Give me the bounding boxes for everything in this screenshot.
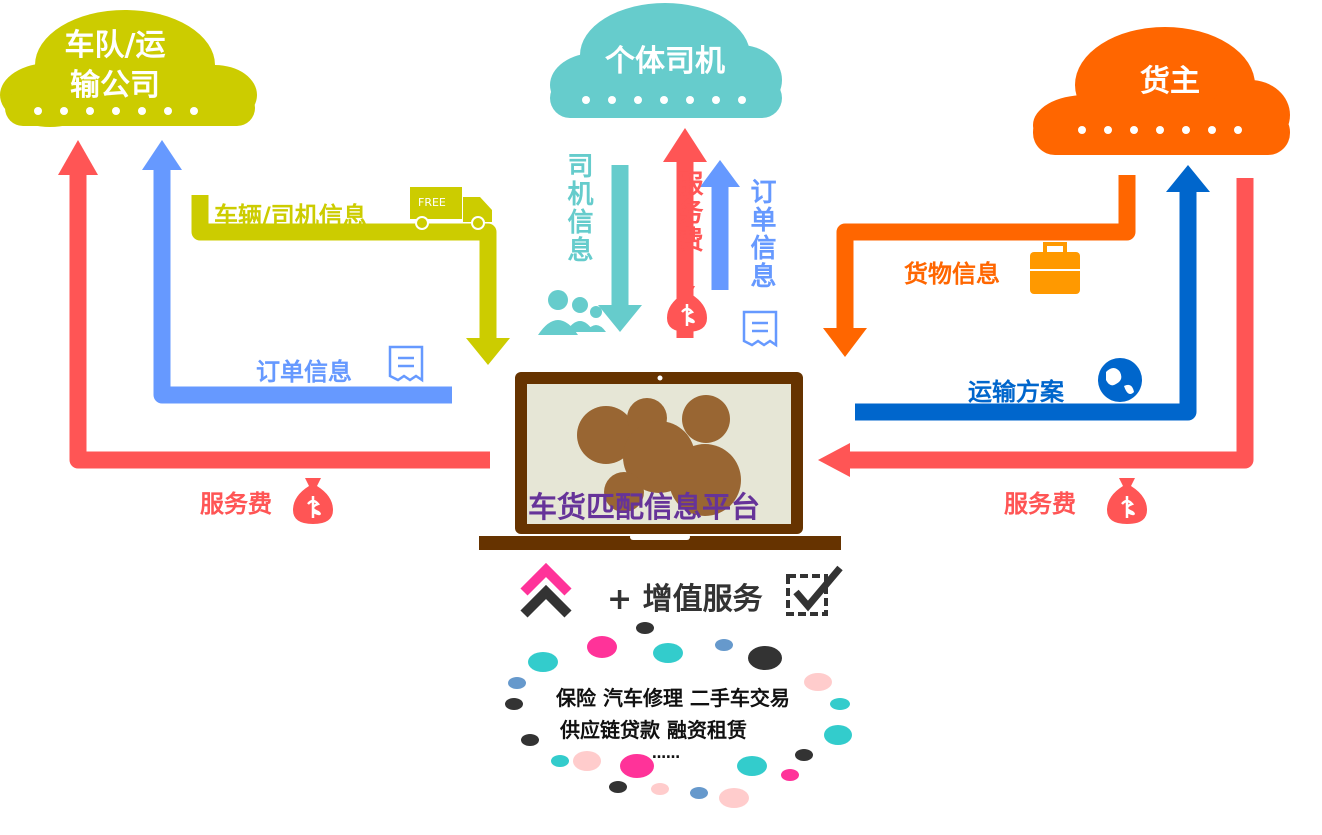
transport-plan-arrow (855, 190, 1197, 421)
services-row2: 供应链贷款 融资租赁 (560, 718, 747, 742)
service-fee-left-label: 服务费 (200, 490, 272, 518)
vehicle-info-arrow (191, 195, 497, 340)
globe-icon (1098, 358, 1142, 402)
vehicle-driver-info-label: 车辆/司机信息 (214, 202, 367, 230)
fleet-cloud-label: 车队/运 输公司 (40, 26, 190, 106)
people-icon (538, 290, 606, 335)
platform-title: 车货匹配信息平台 (528, 490, 761, 524)
chevron-up-icon (520, 562, 572, 618)
shipper-cloud-dots (1078, 126, 1242, 134)
service-fee-right-label: 服务费 (1004, 490, 1076, 518)
laptop (479, 372, 841, 550)
receipt-icon (388, 310, 778, 383)
briefcase-icon (1030, 242, 1080, 294)
service-fee-mid-label: 服务费 (673, 170, 703, 254)
shipper-fee-arrow (845, 178, 1254, 469)
transport-plan-label: 运输方案 (968, 378, 1064, 406)
arrowheads (58, 128, 1210, 477)
value-added-title: + 增值服务 (607, 582, 763, 617)
shipper-cloud-label: 货主 (1140, 64, 1200, 99)
driver-cloud-dots (582, 96, 746, 104)
shipper-cloud (1033, 27, 1290, 155)
truck-text: FREE (418, 196, 446, 209)
decorative-dots (505, 622, 852, 808)
fleet-service-fee-arrow (69, 165, 490, 469)
services-more: …… (652, 746, 680, 762)
order-info-left-label: 订单信息 (256, 358, 352, 386)
fleet-label-line2: 输公司 (70, 68, 160, 103)
driver-info-label: 司机信息 (563, 152, 593, 264)
fleet-order-arrow (153, 165, 452, 404)
order-info-mid-label: 订单信息 (746, 178, 776, 290)
cargo-info-label: 货物信息 (904, 260, 1000, 288)
money-bag-icon (293, 286, 1147, 524)
fleet-label-line1: 车队/运 (64, 28, 166, 63)
services-row1: 保险 汽车修理 二手车交易 (556, 686, 790, 710)
cargo-info-arrow (836, 175, 1136, 330)
fleet-cloud-dots (34, 107, 198, 115)
truck-icon: FREE (410, 187, 492, 230)
driver-cloud-label: 个体司机 (605, 44, 725, 79)
checkbox-icon (786, 565, 843, 616)
